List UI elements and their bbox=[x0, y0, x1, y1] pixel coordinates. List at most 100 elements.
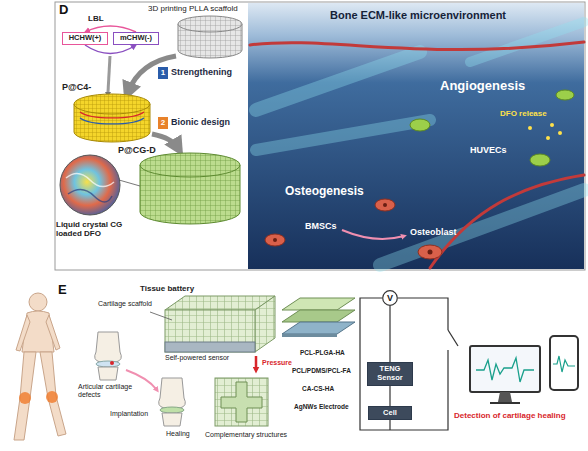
result-label: Detection of cartilage healing bbox=[454, 411, 566, 420]
blood-vessel bbox=[430, 175, 584, 268]
bone-cell bbox=[383, 203, 387, 207]
human-figure bbox=[46, 315, 60, 350]
phone-icon bbox=[550, 336, 578, 390]
coated-scaffold bbox=[74, 94, 150, 114]
circuit-wire bbox=[398, 298, 448, 330]
liquid-crystal-image bbox=[68, 189, 112, 202]
node-text: V bbox=[387, 293, 393, 303]
process-label: Osteogenesis bbox=[285, 185, 364, 199]
bone-cell bbox=[375, 199, 395, 211]
bone-cell bbox=[273, 238, 277, 242]
leader-line bbox=[119, 180, 140, 186]
coating-needle bbox=[108, 56, 110, 92]
pressure-arrow bbox=[255, 356, 258, 370]
differentiation-arrow bbox=[342, 230, 404, 239]
human-figure bbox=[40, 352, 66, 436]
coated-scaffold bbox=[80, 112, 144, 118]
part-label: Cartilage scaffold bbox=[98, 300, 152, 308]
circuit-wire bbox=[360, 298, 448, 430]
cell-box: Cell bbox=[368, 406, 412, 420]
circuit-wire bbox=[448, 330, 458, 346]
microenvironment-background bbox=[248, 3, 584, 269]
plla-scaffold bbox=[178, 16, 242, 58]
step-label: Bionic design bbox=[171, 117, 230, 127]
coating-needle bbox=[105, 56, 111, 98]
step-label: Strengthening bbox=[171, 67, 232, 77]
blood-vessel bbox=[250, 42, 584, 268]
knee-joint bbox=[110, 361, 114, 365]
node-text: TENG Sensor bbox=[368, 365, 412, 382]
dfo-particle bbox=[528, 126, 532, 130]
connector bbox=[85, 45, 136, 54]
dfo-particle bbox=[528, 123, 562, 140]
step-label: Implantation bbox=[110, 410, 148, 418]
knee-highlight bbox=[19, 391, 58, 404]
node-text: 2 bbox=[161, 118, 165, 127]
step-number: 1 bbox=[158, 67, 168, 79]
node-text: 1 bbox=[161, 68, 165, 77]
layer-label: AgNWs Electrode bbox=[294, 403, 349, 410]
circuit-wire bbox=[389, 420, 390, 430]
part-label: Complementary structures bbox=[205, 431, 287, 439]
complementary-structure bbox=[215, 378, 268, 426]
process-label: Angiogenesis bbox=[440, 79, 525, 94]
bone-cell bbox=[418, 245, 442, 259]
cell-label: Osteoblast bbox=[410, 227, 457, 237]
circle-outline bbox=[383, 291, 398, 306]
monitor-icon bbox=[476, 358, 534, 382]
complementary-structure bbox=[221, 382, 262, 422]
huvec-cell bbox=[410, 90, 574, 166]
layer-stack bbox=[282, 334, 337, 337]
layer-stack bbox=[282, 298, 355, 310]
bionic-scaffold bbox=[140, 153, 240, 177]
huvec-cell bbox=[556, 90, 574, 100]
process-arrow bbox=[128, 56, 176, 92]
knee-highlight bbox=[46, 391, 58, 403]
panel-frame bbox=[55, 2, 585, 270]
connector bbox=[389, 386, 390, 406]
cartilage-scaffold bbox=[255, 296, 275, 352]
part-label: Articular cartilage defects bbox=[78, 383, 136, 399]
sample-label: P@CG-D bbox=[118, 145, 156, 155]
coated-scaffold bbox=[80, 118, 144, 124]
human-figure bbox=[14, 293, 66, 440]
knee-joint bbox=[162, 413, 182, 426]
knee-joint bbox=[159, 378, 186, 426]
liquid-crystal-image bbox=[60, 155, 120, 215]
layer-label: PCL/PDMS/PCL-FA bbox=[292, 367, 351, 374]
bionic-scaffold bbox=[140, 153, 240, 224]
cartilage-scaffold bbox=[165, 310, 255, 352]
knee-joint bbox=[159, 378, 186, 408]
circuit-wire bbox=[360, 298, 458, 430]
part-label: Self-powered sensor bbox=[165, 354, 229, 362]
knee-joint bbox=[95, 332, 122, 380]
collagen-fiber bbox=[256, 52, 420, 110]
polymer-box: mCHW(-) bbox=[113, 32, 159, 45]
huvec-cell bbox=[410, 119, 430, 131]
coated-scaffold bbox=[74, 94, 150, 142]
liquid-crystal-image bbox=[66, 173, 114, 186]
knee-joint bbox=[98, 367, 118, 380]
monitor-icon bbox=[470, 346, 540, 403]
collagen-fiber bbox=[470, 22, 584, 62]
connector bbox=[389, 306, 390, 362]
collagen-fiber bbox=[380, 190, 584, 265]
human-figure bbox=[16, 315, 30, 351]
layer-stack bbox=[282, 310, 355, 322]
knee-highlight bbox=[19, 392, 31, 404]
knee-joint bbox=[96, 361, 120, 367]
polymer-box: HCHW(+) bbox=[62, 32, 108, 45]
liquid-crystal-image bbox=[60, 155, 120, 215]
knee-joint bbox=[95, 332, 122, 362]
human-figure bbox=[29, 293, 47, 311]
bone-cell bbox=[265, 234, 285, 246]
layer-label: CA-CS-HA bbox=[302, 385, 334, 392]
node-text: mCHW(-) bbox=[120, 34, 152, 43]
cartilage-scaffold bbox=[165, 342, 255, 352]
layer-stack bbox=[282, 298, 355, 337]
caption-label: Liquid crystal CG loaded DFO bbox=[56, 220, 128, 238]
monitor-icon bbox=[498, 392, 512, 402]
panel-letter: E bbox=[58, 283, 67, 298]
dfo-particle bbox=[546, 136, 550, 140]
panel-title: Bone ECM-like microenvironment bbox=[330, 9, 506, 22]
